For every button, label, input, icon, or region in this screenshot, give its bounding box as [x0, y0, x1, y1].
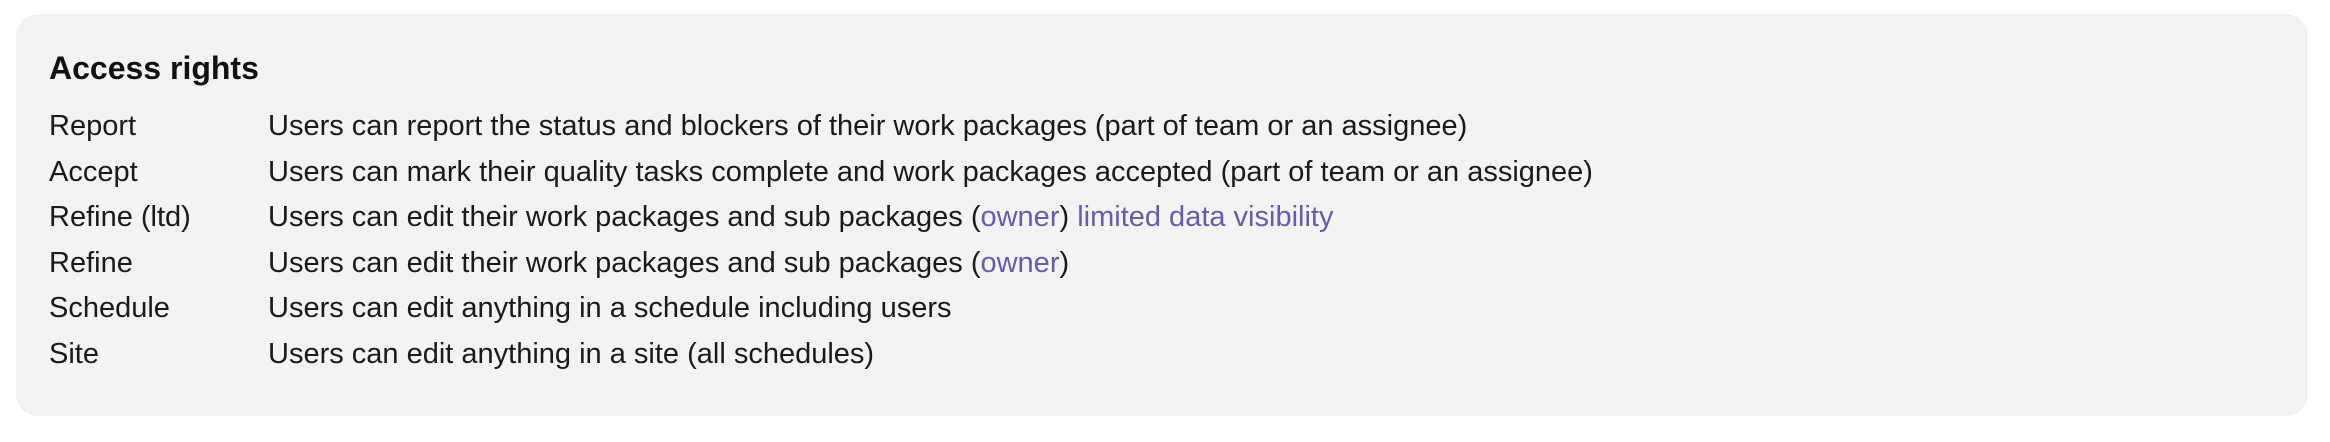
description-text-after: ) — [1059, 201, 1078, 233]
access-rights-list: Report Users can report the status and b… — [49, 104, 2308, 377]
description-text: Users can edit anything in a schedule in… — [268, 292, 952, 324]
access-right-name: Refine — [49, 246, 133, 279]
access-right-name: Refine (ltd) — [49, 201, 191, 233]
access-right-name: Report — [49, 110, 137, 142]
description-text: Users can report the status and blockers… — [268, 110, 1468, 142]
owner-link[interactable]: owner — [980, 201, 1060, 233]
limited-data-visibility-link[interactable]: limited data visibility — [1077, 201, 1334, 233]
access-right-schedule: Schedule Users can edit anything in a sc… — [49, 286, 2308, 332]
access-right-description: Users can edit anything in a site (all s… — [268, 332, 874, 378]
access-right-name: Accept — [49, 155, 138, 188]
panel-title: Access rights — [49, 50, 259, 86]
access-right-description: Users can mark their quality tasks compl… — [268, 150, 1593, 196]
access-right-refine-ltd: Refine (ltd) Users can edit their work p… — [49, 195, 2308, 241]
access-right-description: Users can edit anything in a schedule in… — [268, 286, 952, 332]
description-text-after: ) — [1059, 246, 1070, 279]
access-right-refine: Refine Users can edit their work package… — [49, 241, 2308, 287]
access-right-description: Users can report the status and blockers… — [268, 104, 1467, 150]
description-text: Users can edit anything in a site (all s… — [268, 337, 875, 370]
access-right-description: Users can edit their work packages and s… — [268, 195, 1333, 241]
access-right-name: Schedule — [49, 292, 170, 324]
access-right-report: Report Users can report the status and b… — [49, 104, 2308, 150]
access-rights-panel: Access rights Report Users can report th… — [16, 14, 2308, 416]
description-text: Users can edit their work packages and s… — [268, 246, 981, 279]
access-right-site: Site Users can edit anything in a site (… — [49, 332, 2308, 378]
description-text: Users can mark their quality tasks compl… — [268, 155, 1593, 188]
description-text: Users can edit their work packages and s… — [268, 201, 981, 233]
owner-link[interactable]: owner — [980, 246, 1060, 279]
access-right-description: Users can edit their work packages and s… — [268, 241, 1069, 287]
access-right-accept: Accept Users can mark their quality task… — [49, 150, 2308, 196]
access-right-name: Site — [49, 337, 99, 370]
